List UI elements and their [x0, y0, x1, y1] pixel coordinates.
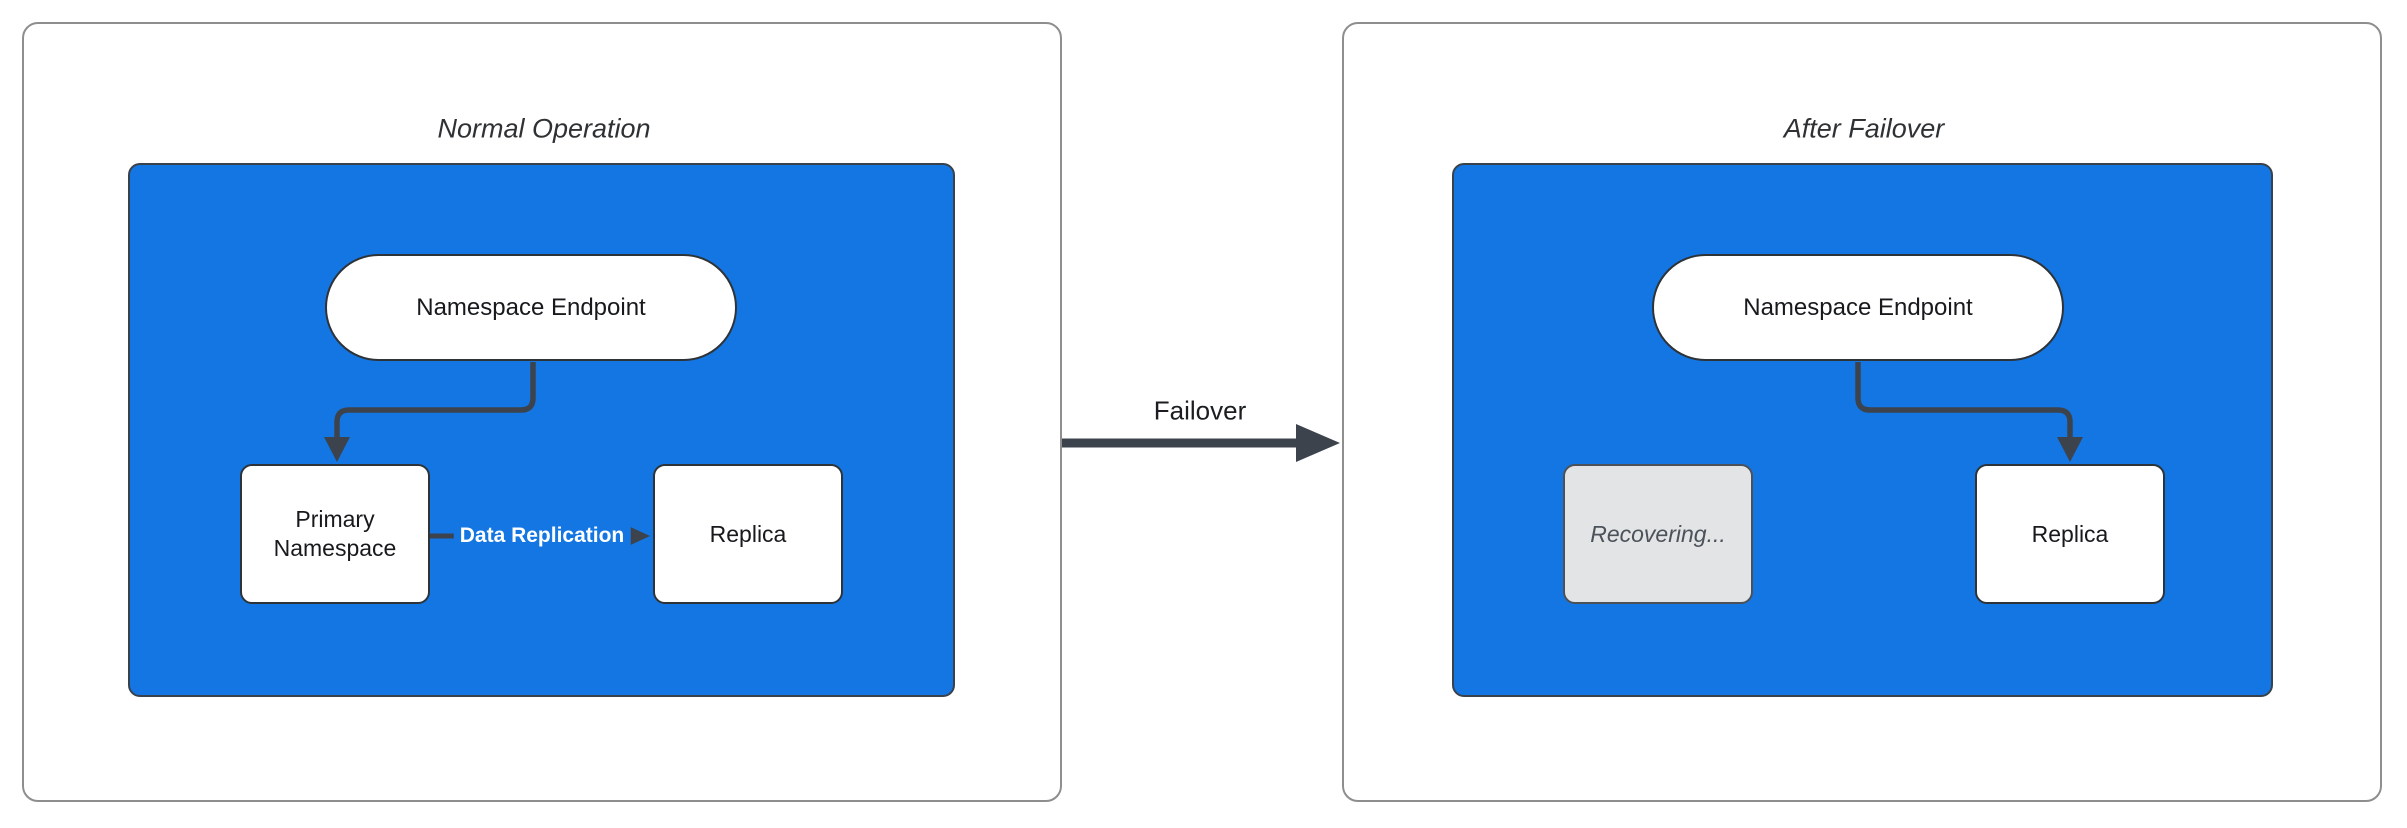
arrowhead-failover	[1296, 424, 1340, 462]
node-label: Primary Namespace	[273, 506, 397, 561]
container-normal-operation	[128, 163, 955, 697]
edge-label-failover: Failover	[1153, 395, 1247, 426]
container-after-failover	[1452, 163, 2273, 697]
panel-title-normal-operation: Normal Operation	[437, 113, 651, 144]
node-label: Namespace Endpoint	[416, 293, 646, 321]
node-replica-right: Replica	[1975, 464, 2165, 604]
node-label: Replica	[2031, 520, 2109, 547]
node-label: Recovering...	[1590, 520, 1726, 547]
panel-title-after-failover: After Failover	[1783, 113, 1945, 144]
node-recovering: Recovering...	[1563, 464, 1753, 604]
edge-label-data-replication: Data Replication	[453, 522, 631, 550]
node-primary-namespace: Primary Namespace	[240, 464, 430, 604]
node-namespace-endpoint-left: Namespace Endpoint	[325, 254, 737, 361]
node-replica-left: Replica	[653, 464, 843, 604]
node-label: Namespace Endpoint	[1743, 293, 1973, 321]
node-namespace-endpoint-right: Namespace Endpoint	[1652, 254, 2064, 361]
node-label: Replica	[709, 520, 787, 547]
